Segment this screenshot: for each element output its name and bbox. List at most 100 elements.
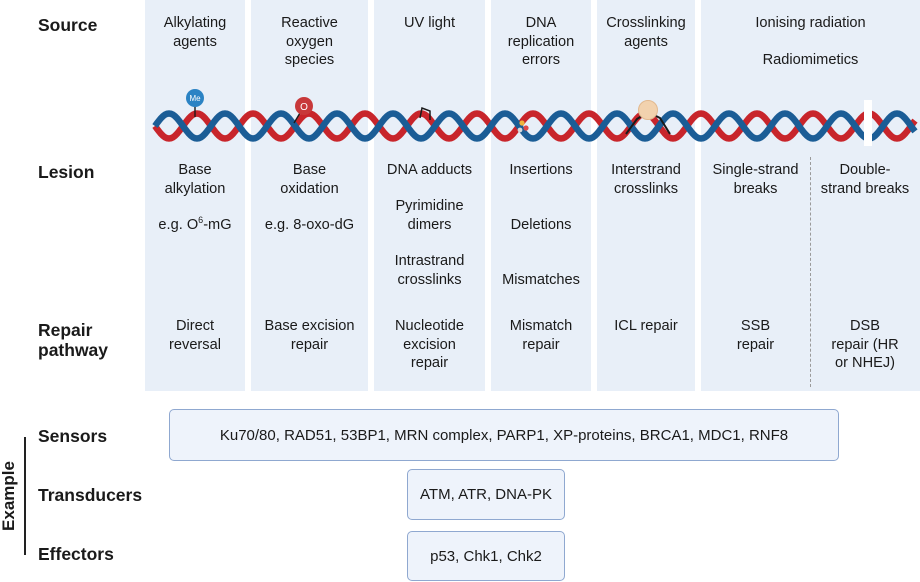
lesion-dna-adducts: DNA adducts	[386, 162, 473, 178]
lesion-example-superscript: 6	[198, 215, 204, 226]
column-bg-uv	[374, 0, 485, 391]
repair-dsb-line1: DSB	[849, 318, 880, 334]
lesion-base-alkylation-line1: Base	[178, 162, 212, 178]
sensors-box: Ku70/80, RAD51, 53BP1, MRN complex, PARP…	[169, 409, 839, 461]
lesion-base-oxidation: Base oxidation	[251, 161, 368, 198]
lesion-pyrimidine-dimers: Pyrimidine dimers	[374, 197, 485, 234]
row-label-sensors: Sensors	[38, 426, 108, 446]
repair-icl: ICL repair	[614, 318, 678, 334]
lesion-dsb-line1: Double-	[839, 162, 891, 178]
repair-ssb-line1: SSB	[740, 318, 771, 334]
transducers-box: ATM, ATR, DNA-PK	[407, 469, 565, 520]
lesion-ssb-line1: Single-strand	[712, 162, 799, 178]
lesion-intrastrand-line2: crosslinks	[397, 271, 462, 288]
source-ionising-radiation: Ionising radiation	[755, 15, 866, 31]
lesion-example-prefix: e.g. O	[158, 217, 199, 233]
source-crosslinking-line2: agents	[624, 33, 668, 50]
source-ros: Reactive oxygen species	[251, 14, 368, 70]
row-label-repair-line1: Repair	[38, 320, 93, 340]
repair-ner-line2: excision	[403, 336, 456, 353]
source-crosslinking-agents: Crosslinking agents	[597, 14, 695, 51]
repair-direct-reversal-line1: Direct	[175, 318, 215, 334]
lesion-mismatches: Mismatches	[502, 272, 580, 288]
repair-ner-line1: Nucleotide	[395, 318, 464, 334]
oxygen-label: O	[300, 102, 308, 113]
repair-ssb: SSB repair	[701, 317, 810, 354]
repair-dsb-line3: or NHEJ)	[835, 355, 895, 371]
oxygen-stalk	[293, 112, 301, 124]
repair-mismatch: Mismatch repair	[491, 317, 591, 354]
repair-dsb-line2: repair (HR	[831, 336, 899, 353]
example-bracket-line	[24, 437, 26, 555]
row-label-lesion: Lesion	[38, 162, 95, 182]
crosslinker-agent-icon	[638, 100, 658, 120]
lesion-example-suffix: -mG	[203, 217, 232, 233]
row-label-repair-line2: pathway	[38, 340, 109, 360]
repair-mismatch-line2: repair	[522, 336, 560, 353]
repair-ner-line3: repair	[410, 355, 449, 371]
row-label-source: Source	[38, 15, 98, 35]
lesion-dsb-line2: strand breaks	[820, 180, 910, 197]
source-alkylating: Alkylating agents	[145, 14, 245, 51]
mismatch-dot-yellow	[519, 120, 525, 126]
strand-blue	[152, 110, 918, 142]
strand-red	[152, 110, 918, 142]
source-ros-line3: species	[284, 52, 335, 68]
lesion-interstrand-line2: crosslinks	[613, 180, 679, 197]
source-replication-line1: DNA	[525, 15, 557, 31]
lesion-intrastrand-crosslinks: Intrastrand crosslinks	[374, 252, 485, 289]
lesion-ssb-line2: breaks	[733, 180, 778, 197]
repair-direct-reversal-line2: reversal	[169, 336, 221, 353]
pyrimidine-dimer-icon	[419, 106, 431, 120]
example-label: Example	[0, 461, 18, 531]
source-uv-light: UV light	[403, 15, 456, 31]
repair-dsb: DSB repair (HR or NHEJ)	[810, 317, 920, 373]
mismatch-dot-grey	[517, 127, 523, 133]
source-alkylating-line1: Alkylating	[163, 15, 227, 31]
dna-helix: Me O	[152, 89, 918, 146]
column-bg-ros	[251, 0, 368, 391]
source-crosslinking-line1: Crosslinking	[606, 15, 686, 31]
source-radiomimetics: Radiomimetics	[762, 52, 859, 68]
repair-direct-reversal: Direct reversal	[145, 317, 245, 354]
lesion-base-oxidation-line1: Base	[292, 162, 327, 178]
lesion-base-alkylation-line2: alkylation	[164, 180, 226, 197]
repair-nucleotide-excision: Nucleotide excision repair	[374, 317, 485, 373]
lesion-example-8oxodg: e.g. 8-oxo-dG	[264, 217, 355, 233]
oxygen-group-icon	[295, 97, 313, 115]
lesion-double-strand-breaks: Double- strand breaks	[810, 161, 920, 198]
lesion-single-strand-breaks: Single-strand breaks	[701, 161, 810, 198]
row-label-effectors: Effectors	[38, 544, 114, 564]
lesion-interstrand-line1: Interstrand	[611, 162, 681, 178]
ssb-dsb-divider	[810, 157, 811, 387]
column-bg-replication	[491, 0, 591, 391]
source-alkylating-line2: agents	[173, 33, 217, 50]
lesion-base-oxidation-line2: oxidation	[280, 180, 339, 197]
column-bg-crosslinking	[597, 0, 695, 391]
source-replication-errors: DNA replication errors	[491, 14, 591, 70]
source-replication-line2: replication	[507, 33, 575, 50]
lesion-base-alkylation: Base alkylation	[145, 161, 245, 198]
effectors-box: p53, Chk1, Chk2	[407, 531, 565, 581]
methyl-group-icon	[186, 89, 204, 107]
methyl-label: Me	[189, 94, 201, 103]
lesion-deletions: Deletions	[510, 217, 572, 233]
lesion-pyrimidine-dimers-line1: Pyrimidine	[395, 198, 464, 214]
source-replication-line3: errors	[521, 52, 561, 68]
source-ros-line2: oxygen	[285, 33, 334, 50]
lesion-intrastrand-line1: Intrastrand	[394, 253, 465, 269]
repair-base-excision-line2: repair	[290, 336, 329, 353]
mismatch-dot-red	[523, 125, 529, 131]
repair-mismatch-line1: Mismatch	[509, 318, 573, 334]
repair-ssb-line2: repair	[736, 336, 775, 353]
row-label-transducers: Transducers	[38, 485, 143, 505]
double-strand-break-gap	[864, 100, 872, 146]
column-bg-alkylating	[145, 0, 245, 391]
row-label-repair: Repair pathway	[38, 320, 108, 360]
source-ros-line1: Reactive	[281, 15, 338, 31]
lesion-pyrimidine-dimers-line2: dimers	[407, 216, 452, 233]
lesion-insertions: Insertions	[509, 162, 573, 178]
repair-base-excision-line1: Base excision	[264, 318, 355, 334]
helix-strands	[152, 110, 918, 142]
